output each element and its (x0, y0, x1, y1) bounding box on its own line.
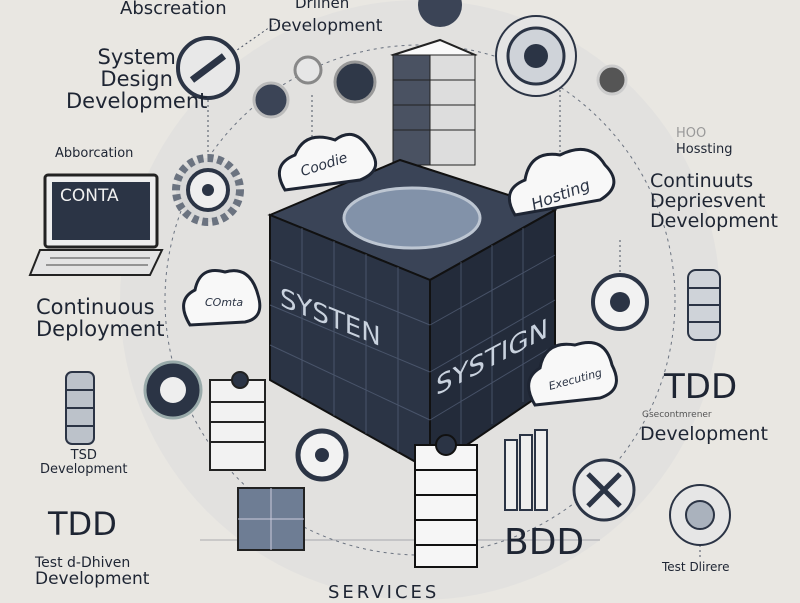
label-abstraction-top: Abscreation (120, 0, 227, 19)
gear-ring-icons (143, 0, 731, 546)
book-columns-icon (504, 429, 548, 511)
glass-cube-icon (237, 487, 305, 551)
label-tdd-right: TDD (664, 367, 738, 407)
label-bdd: BDD (504, 522, 585, 563)
laptop-screen-text: CONTA (60, 186, 119, 206)
label-tdd-left: TDD (48, 505, 117, 543)
label-hossting: Hossting (676, 142, 733, 157)
laptop-icon (28, 173, 164, 276)
label-test-driven: Test d-Dhiven Development (35, 555, 150, 589)
label-development-top: Development (268, 16, 383, 36)
system-cube (267, 158, 558, 472)
server-stack-icon (390, 38, 478, 166)
label-system-design: System Design Development (66, 45, 208, 114)
label-tdd-right-development: Development (640, 423, 768, 445)
database-icon-right (687, 269, 721, 341)
cloud-shapes (182, 132, 618, 407)
cloud-comta: COmta (205, 296, 244, 309)
label-tsd: TSD Development (40, 448, 128, 477)
label-hoo: HOO (676, 126, 707, 141)
label-services: SERVICES (328, 582, 440, 603)
label-driven-top: Driinen (295, 0, 350, 12)
label-continuuts: Continuuts Depriesvent Development (650, 170, 778, 232)
database-icon-left (65, 371, 95, 445)
label-test-dlirere: Test Dlirere (662, 560, 730, 574)
label-tdd-right-sub: Gsecontmrener (642, 410, 712, 420)
block-stack-center (414, 434, 478, 568)
label-continuous-deployment: Continuous Deployment (36, 295, 165, 342)
label-absorcation: Abborcation (55, 146, 134, 161)
block-stack-left (209, 371, 266, 471)
